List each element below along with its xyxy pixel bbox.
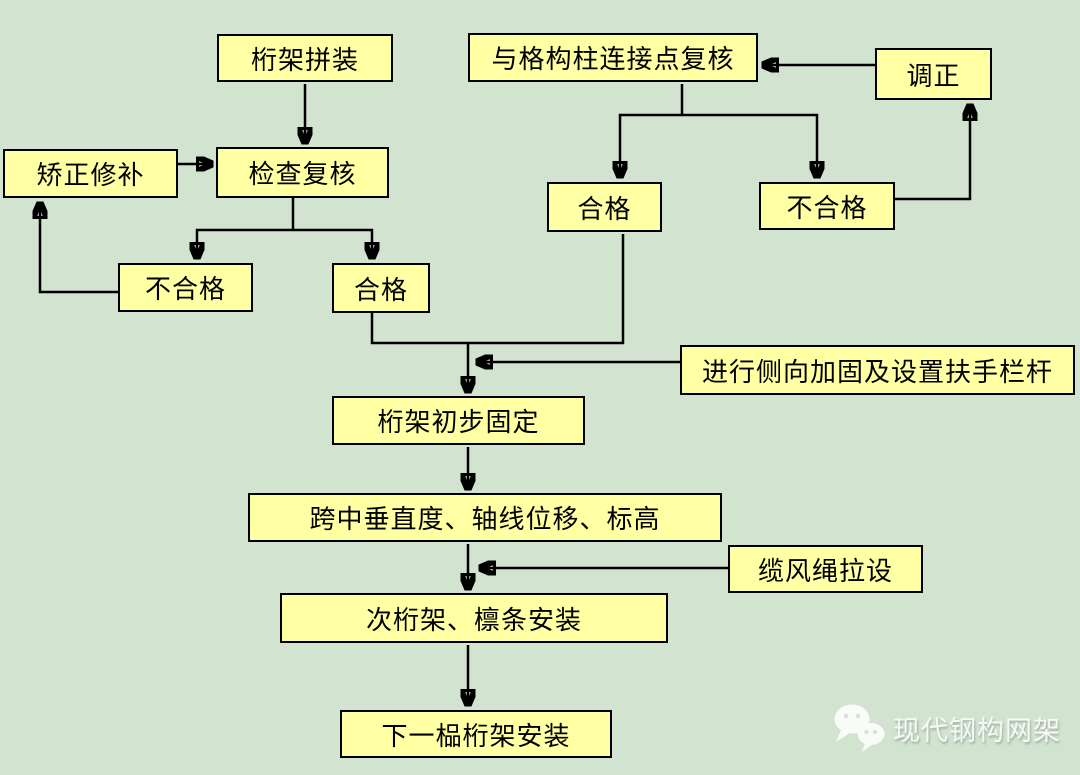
node-qualified-right: 合格 <box>547 182 662 232</box>
node-next-truss-install: 下一榀桁架安装 <box>340 710 612 758</box>
node-truss-initial-fixing: 桁架初步固定 <box>332 396 585 445</box>
node-lattice-column-connection-recheck: 与格构柱连接点复核 <box>468 33 758 82</box>
connector-inspect-to-unqualified-left <box>197 228 293 257</box>
node-secondary-truss-purlin-install: 次桁架、檩条安装 <box>280 593 668 643</box>
connector-inspect-to-qualified-left <box>293 228 372 257</box>
connector-lattice-to-qualified-right <box>620 113 682 176</box>
connector-unqualified-left-to-repair <box>40 204 118 294</box>
node-unqualified-left: 不合格 <box>118 263 253 312</box>
wechat-icon <box>834 704 885 752</box>
node-qualified-left: 合格 <box>332 263 430 313</box>
node-midspan-check: 跨中垂直度、轴线位移、标高 <box>248 493 722 542</box>
node-inspection-recheck: 检查复核 <box>216 147 389 198</box>
connector-lattice-to-unqualified-right <box>682 113 817 176</box>
watermark: 现代钢构网架 <box>832 698 1062 758</box>
watermark-text: 现代钢构网架 <box>893 715 1061 746</box>
node-adjust: 调正 <box>875 48 992 100</box>
node-lateral-bracing-handrail: 进行侧向加固及设置扶手栏杆 <box>680 345 1075 395</box>
connector-unqualified-right-to-adjust <box>895 106 970 201</box>
node-correction-repair: 矫正修补 <box>3 149 178 198</box>
node-guy-rope-setting: 缆风绳拉设 <box>728 545 923 593</box>
node-truss-assembly: 桁架拼装 <box>217 34 393 82</box>
node-unqualified-right: 不合格 <box>759 182 895 230</box>
